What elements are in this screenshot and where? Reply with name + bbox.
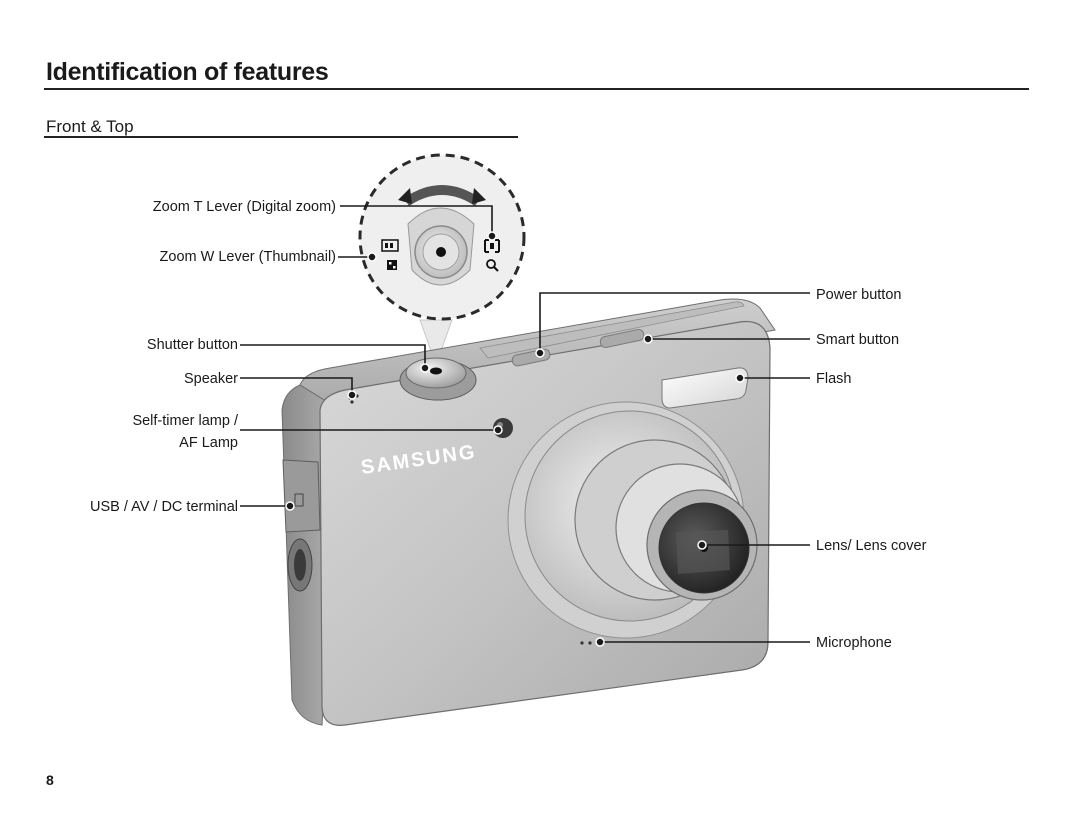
leader-lines (240, 205, 810, 643)
leader-dots (285, 231, 745, 647)
section-rule (44, 136, 518, 138)
page-title: Identification of features (46, 58, 329, 86)
label-zoom-t-lever: Zoom T Lever (Digital zoom) (152, 199, 336, 215)
label-smart-button: Smart button (816, 332, 900, 348)
label-lens-cover: Lens/ Lens cover (816, 538, 927, 554)
camera-body (281, 298, 776, 726)
label-speaker: Speaker (183, 371, 238, 387)
label-microphone: Microphone (816, 635, 892, 651)
label-af-lamp: AF Lamp (179, 435, 238, 451)
section-title: Front & Top (46, 117, 134, 136)
label-self-timer-lamp: Self-timer lamp / (132, 413, 238, 429)
label-usb-terminal: USB / AV / DC terminal (90, 499, 238, 515)
label-zoom-w-lever: Zoom W Lever (Thumbnail) (159, 249, 336, 265)
label-flash: Flash (816, 371, 852, 387)
label-shutter-button: Shutter button (146, 337, 238, 353)
zoom-detail-callout (358, 153, 526, 367)
label-power-button: Power button (816, 287, 902, 303)
title-rule (44, 88, 1029, 90)
page-number: 8 (46, 772, 54, 788)
